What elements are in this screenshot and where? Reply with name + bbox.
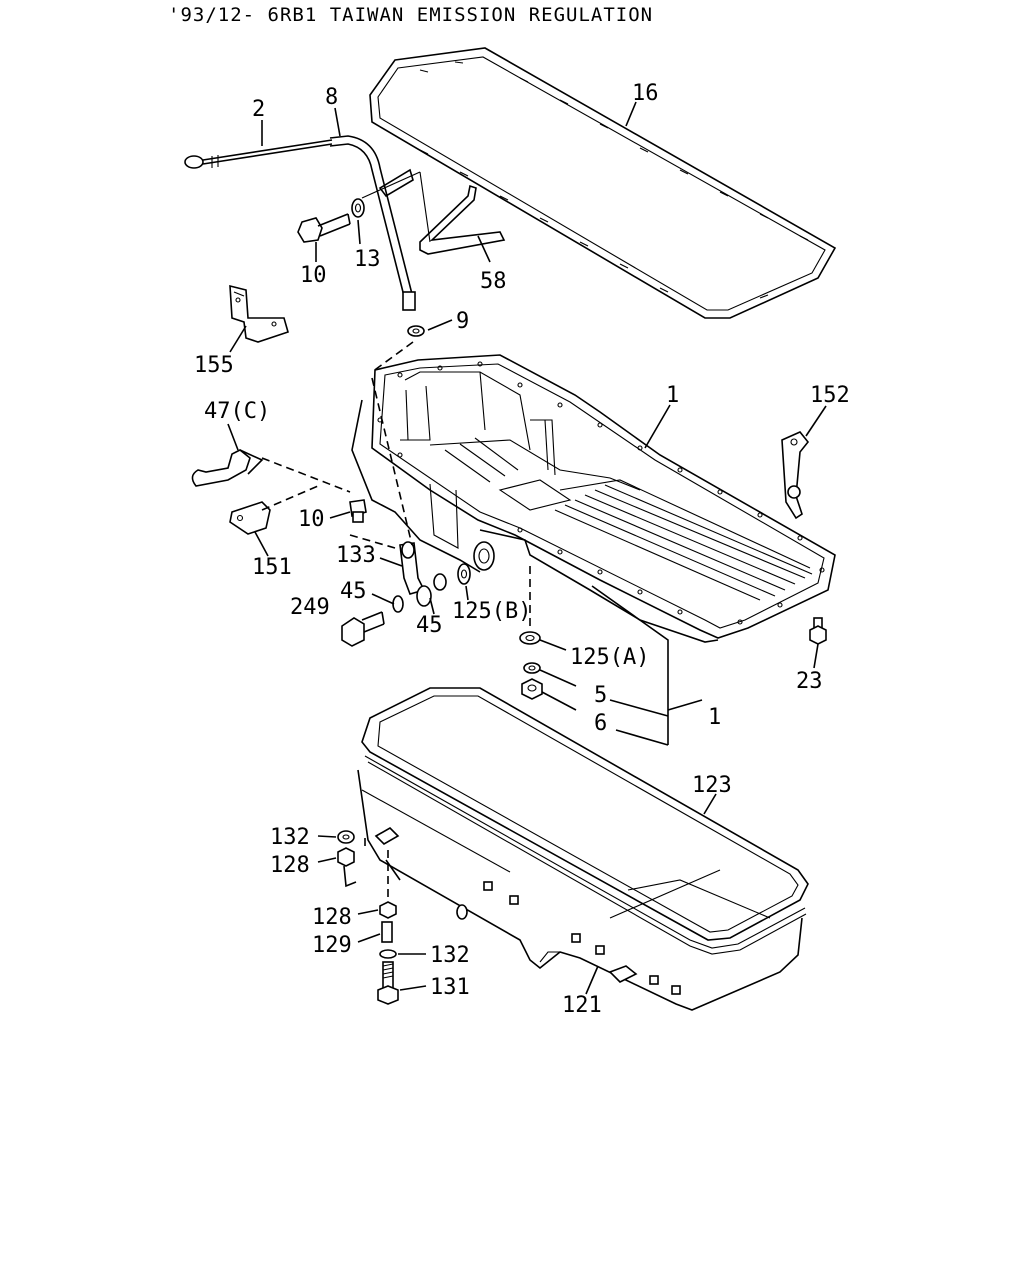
washer-132-upper xyxy=(337,830,355,844)
label-5: 5 xyxy=(594,683,607,708)
label-123: 123 xyxy=(692,773,732,798)
label-8: 8 xyxy=(325,85,338,110)
label-125a: 125(A) xyxy=(570,645,649,670)
label-152: 152 xyxy=(810,383,850,408)
washer-5 xyxy=(523,662,541,674)
label-132-upper: 132 xyxy=(270,825,310,850)
lower-oil-pan xyxy=(357,769,803,1011)
label-47c: 47(C) xyxy=(204,399,270,424)
label-133: 133 xyxy=(336,543,376,568)
washer-9 xyxy=(407,325,425,337)
part-labels: 2 8 16 10 13 58 9 155 47(C) 1 152 10 151… xyxy=(194,81,850,1018)
washer-45 xyxy=(392,573,447,613)
washer-132-lower xyxy=(379,949,397,959)
bracket-47c xyxy=(191,449,264,487)
dipstick-guide-tube xyxy=(329,135,416,311)
label-1-lower: 1 xyxy=(708,705,721,730)
label-1-upper: 1 xyxy=(666,383,679,408)
label-13: 13 xyxy=(354,247,381,272)
union-133 xyxy=(399,541,426,595)
stud-23 xyxy=(809,617,827,645)
label-45-left: 45 xyxy=(340,579,367,604)
label-16: 16 xyxy=(632,81,659,106)
washer-125a xyxy=(519,631,541,645)
bracket-151 xyxy=(229,501,271,535)
bracket-152 xyxy=(781,431,810,520)
label-128-lower: 128 xyxy=(312,905,352,930)
diagram-title: '93/12- 6RB1 TAIWAN EMISSION REGULATION xyxy=(168,4,654,26)
lower-pan-gasket xyxy=(361,687,809,955)
upper-oil-pan xyxy=(351,354,836,643)
leader-lines xyxy=(227,101,827,995)
label-10-upper: 10 xyxy=(300,263,327,288)
bolt-131 xyxy=(377,961,399,1005)
label-151: 151 xyxy=(252,555,292,580)
label-131: 131 xyxy=(430,975,470,1000)
washer-13 xyxy=(351,198,365,218)
bracket-155 xyxy=(229,284,289,343)
label-45-right: 45 xyxy=(416,613,443,638)
dipstick xyxy=(184,139,333,169)
label-129: 129 xyxy=(312,933,352,958)
sleeve-129 xyxy=(381,921,393,943)
bolt-10-lower xyxy=(349,499,367,523)
bolt-10-upper xyxy=(297,213,351,243)
label-10-lower: 10 xyxy=(298,507,325,532)
bracket-line xyxy=(343,865,357,888)
nut-128-lower xyxy=(379,901,397,919)
label-6: 6 xyxy=(594,711,607,736)
nut-6 xyxy=(521,678,543,700)
assembly-dash-lines xyxy=(261,341,531,900)
washer-125b xyxy=(457,563,471,585)
label-58: 58 xyxy=(480,269,507,294)
label-249: 249 xyxy=(290,595,330,620)
oil-pan-gasket xyxy=(369,47,837,319)
label-155: 155 xyxy=(194,353,234,378)
label-23: 23 xyxy=(796,669,823,694)
label-2: 2 xyxy=(252,97,265,122)
label-128-upper: 128 xyxy=(270,853,310,878)
label-9: 9 xyxy=(456,309,469,334)
label-121: 121 xyxy=(562,993,602,1018)
bracket-58 xyxy=(361,171,506,255)
bolt-249 xyxy=(341,611,385,647)
label-125b: 125(B) xyxy=(452,599,531,624)
label-132-lower: 132 xyxy=(430,943,470,968)
nut-128-upper xyxy=(337,847,355,867)
